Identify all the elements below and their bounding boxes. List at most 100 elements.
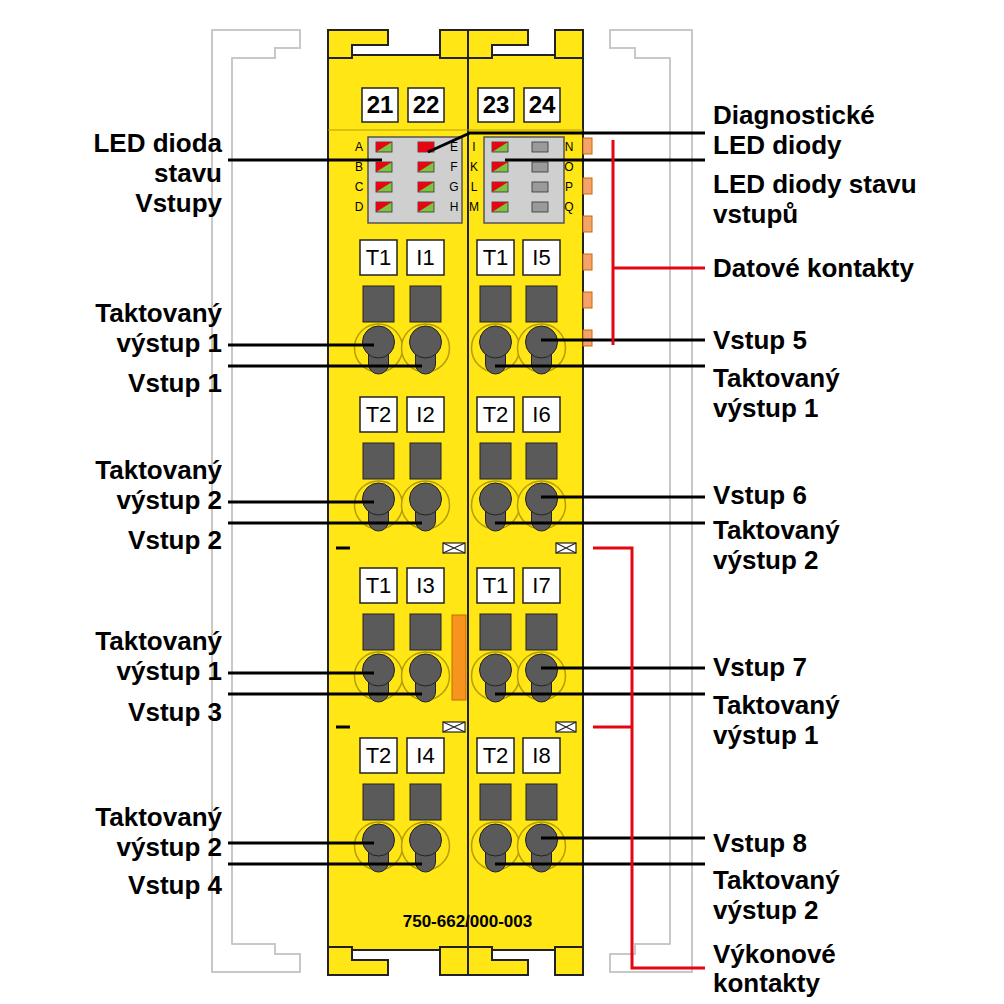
callout-label: Diagnostické LED diody (713, 100, 913, 160)
callout-label: Taktovaný výstup 1 (52, 626, 222, 686)
status-led (492, 182, 508, 192)
callout-label: Vstup 5 (713, 325, 913, 355)
clamp-opening (363, 326, 395, 358)
release-opening (410, 443, 441, 479)
pin-name: I3 (407, 568, 444, 603)
terminal-marker (477, 240, 514, 275)
led-letter: P (563, 180, 575, 194)
pin-name: T1 (477, 568, 514, 603)
terminal-marker (407, 738, 444, 773)
clamp-opening (410, 824, 442, 856)
led-letter: H (448, 200, 460, 214)
clamp-opening (480, 824, 512, 856)
clamp-opening (526, 326, 558, 358)
number-boxes (362, 88, 560, 122)
release-opening (363, 443, 394, 479)
release-opening (363, 614, 394, 650)
led-letter: D (353, 200, 365, 214)
terminal-marker (477, 738, 514, 773)
release-opening (363, 784, 394, 820)
led-letter: L (468, 180, 480, 194)
pin-name: I6 (523, 397, 560, 432)
callout-label: Taktovaný výstup 2 (713, 515, 913, 575)
pin-name: I8 (523, 738, 560, 773)
pin-name: I1 (407, 240, 444, 275)
led-letter: B (353, 160, 365, 174)
release-opening (410, 286, 441, 322)
led-letter: K (468, 160, 480, 174)
status-led (376, 142, 392, 152)
status-led (492, 202, 508, 212)
terminal-marker (477, 568, 514, 603)
led-letter: E (448, 140, 460, 154)
terminal-marker (523, 240, 560, 275)
diagnostic-led (532, 182, 548, 192)
clamp-opening (410, 326, 442, 358)
terminal-marker (360, 568, 397, 603)
callout-label: Taktovaný výstup 1 (713, 363, 913, 423)
callout-label: Vstup 8 (713, 828, 913, 858)
led-letter: O (563, 160, 575, 174)
terminal-number: 24 (524, 88, 560, 122)
pin-name: I5 (523, 240, 560, 275)
terminal-group (355, 240, 566, 872)
status-led (418, 162, 434, 172)
led-letter: F (448, 160, 460, 174)
callout-label: Taktovaný výstup 1 (713, 690, 913, 750)
contacts (336, 138, 592, 732)
clamp-opening (410, 654, 442, 686)
led-letter: M (468, 200, 480, 214)
release-opening (480, 784, 511, 820)
pin-name: I7 (523, 568, 560, 603)
status-led (492, 182, 508, 192)
terminal-number: 22 (408, 88, 444, 122)
status-led (418, 202, 434, 212)
pin-name: T2 (477, 397, 514, 432)
release-opening (480, 286, 511, 322)
pin-name: T2 (477, 738, 514, 773)
release-opening (526, 443, 557, 479)
pin-name: T2 (360, 738, 397, 773)
status-led (376, 182, 392, 192)
status-led (492, 162, 508, 172)
terminal-marker (407, 568, 444, 603)
callout-label: Taktovaný výstup 2 (713, 865, 913, 925)
callout-label: Vstup 1 (52, 368, 222, 398)
pin-name: T1 (477, 240, 514, 275)
release-opening (410, 614, 441, 650)
terminal-number: 23 (478, 88, 514, 122)
release-opening (526, 614, 557, 650)
release-opening (526, 784, 557, 820)
terminal-marker (360, 397, 397, 432)
status-led (418, 162, 434, 172)
status-led (492, 202, 508, 212)
led-group (376, 142, 548, 212)
clamp-opening (526, 483, 558, 515)
terminal-marker (477, 397, 514, 432)
status-led (376, 202, 392, 212)
led-letter: C (353, 180, 365, 194)
callout-label: LED diody stavu vstupů (713, 169, 953, 229)
callout-label: Vstup 2 (52, 525, 222, 555)
led-letter: Q (563, 200, 575, 214)
status-led (376, 182, 392, 192)
bracket (593, 140, 705, 968)
callout-label: Výkonové kontakty (713, 940, 883, 998)
status-led (418, 182, 434, 192)
diagnostic-led (532, 162, 548, 172)
clamp-opening (526, 654, 558, 686)
callout-label: Vstup 7 (713, 652, 913, 682)
clamp-opening (526, 824, 558, 856)
callout-label: Vstup 3 (52, 697, 222, 727)
pin-name: T1 (360, 568, 397, 603)
pin-name: T2 (360, 397, 397, 432)
pin-name: T1 (360, 240, 397, 275)
terminal-marker (407, 240, 444, 275)
callout-label: Datové kontakty (713, 253, 993, 283)
diagnostic-led (532, 142, 548, 152)
status-led (492, 142, 508, 152)
din-rail (212, 30, 692, 972)
terminal-marker (523, 397, 560, 432)
release-opening (410, 784, 441, 820)
